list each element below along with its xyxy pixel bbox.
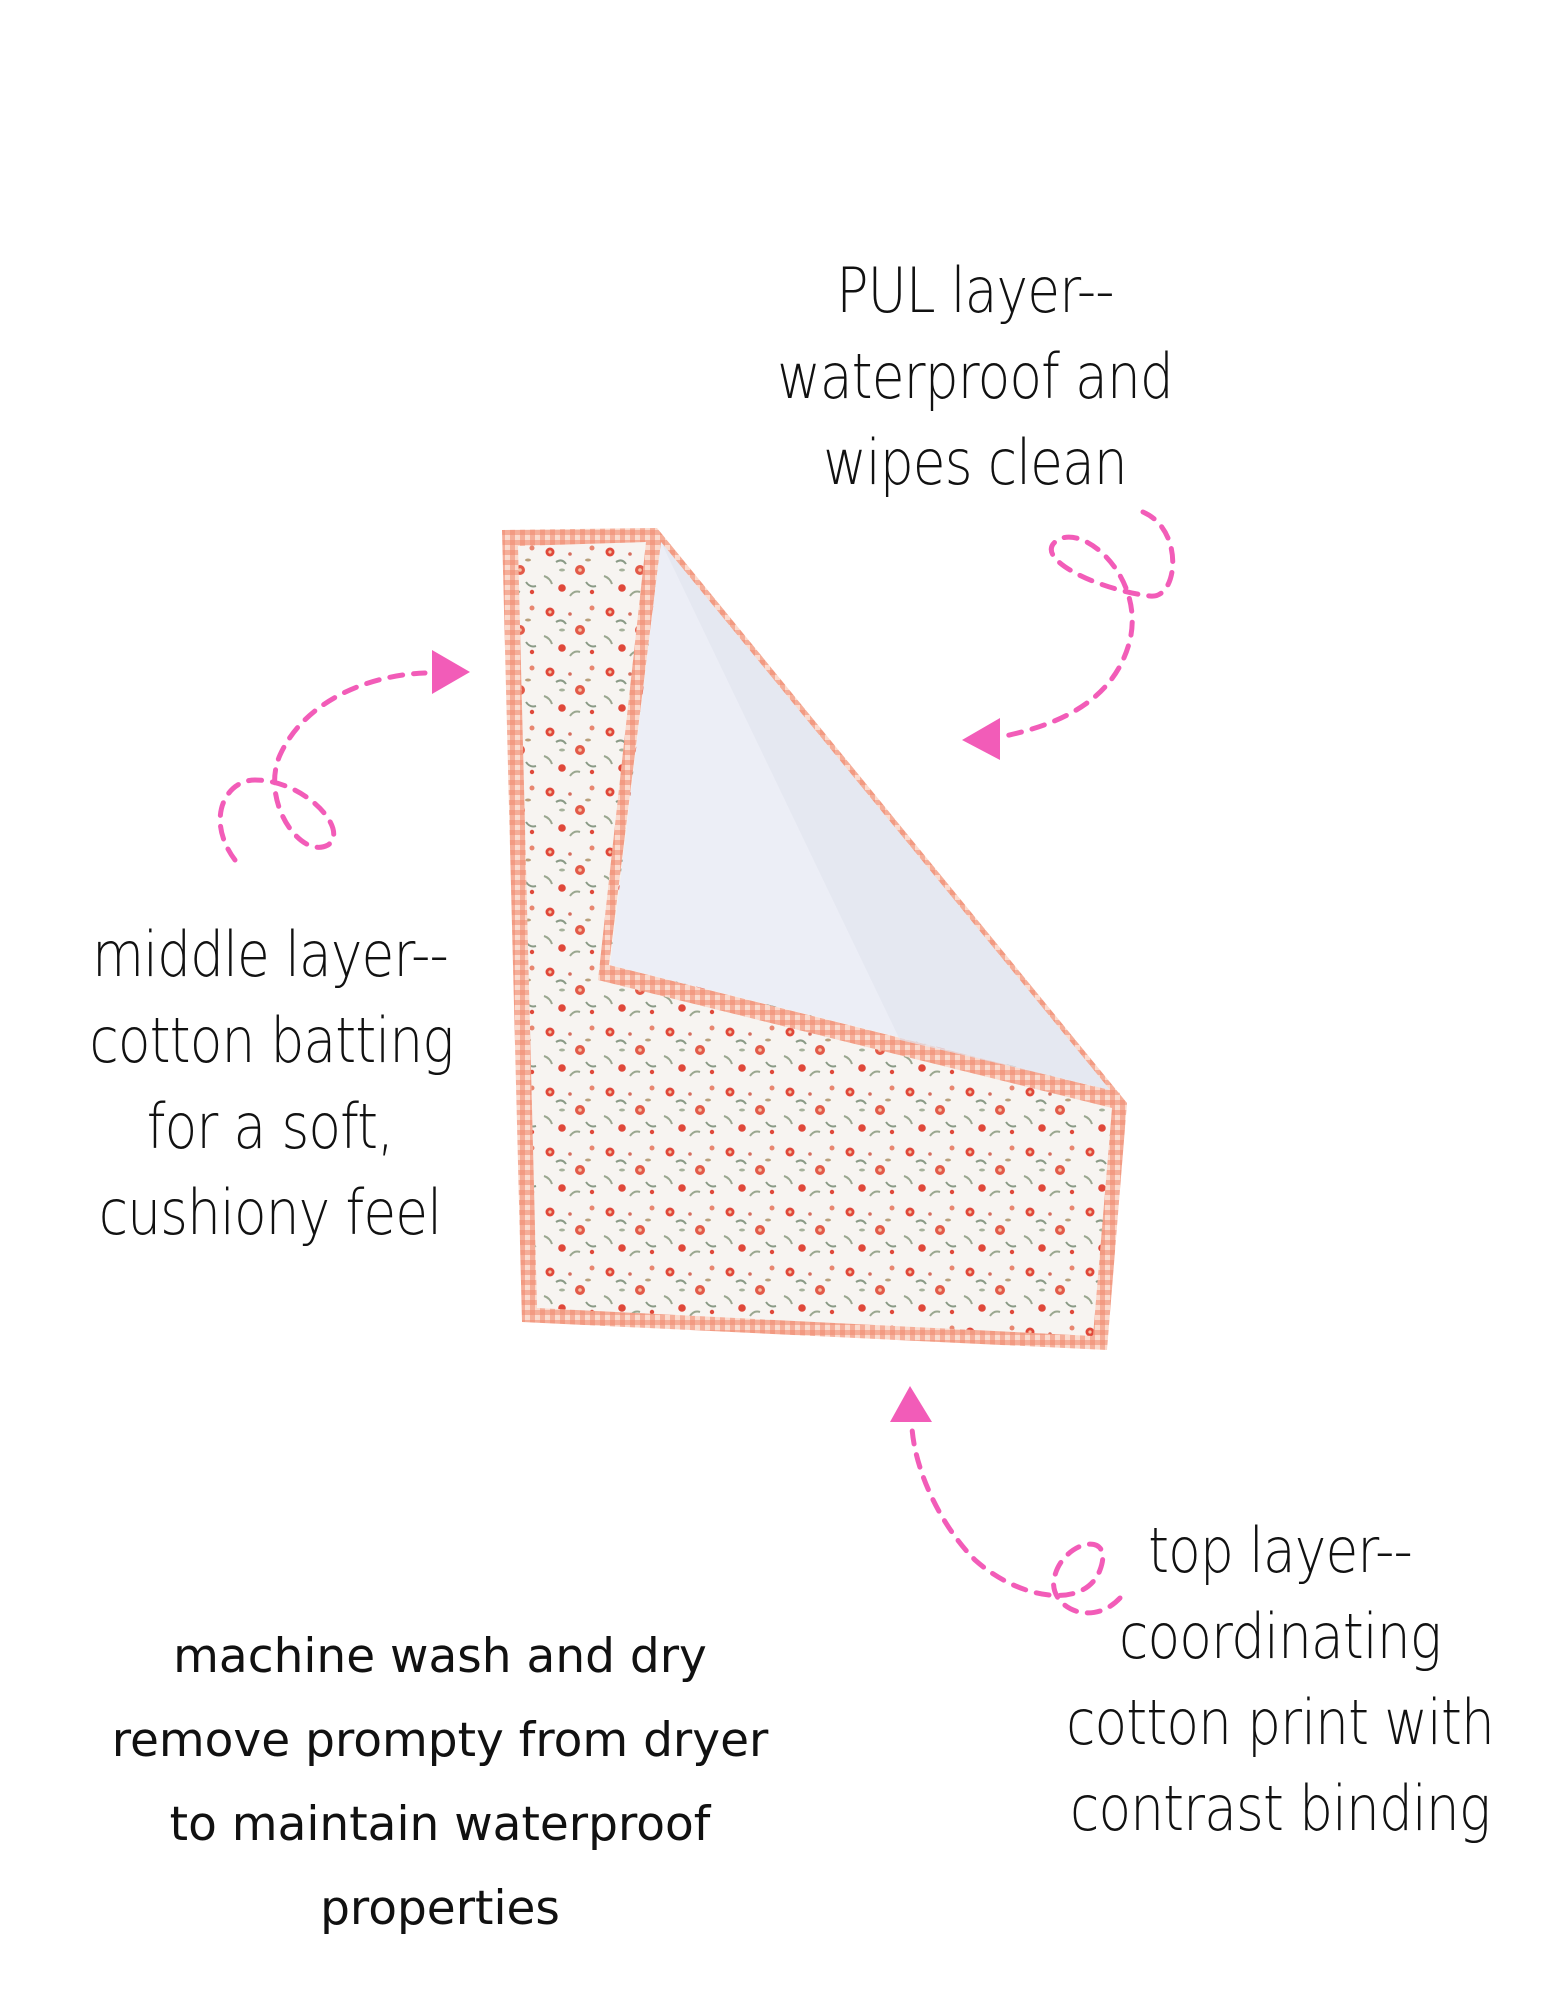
label-line: cushiony feel (98, 1176, 442, 1249)
middle-layer-label: middle layer-- cotton batting for a soft… (89, 912, 454, 1256)
pul-layer-label: PUL layer-- waterproof and wipes clean (764, 248, 1185, 506)
curly-arrow-icon (217, 650, 470, 863)
label-line: PUL layer-- (836, 254, 1114, 327)
curly-arrow-icon (890, 1386, 1123, 1616)
care-line: remove prompty from dryer (111, 1713, 769, 1768)
label-line: top layer-- (1148, 1514, 1413, 1587)
label-line: wipes clean (823, 426, 1128, 499)
label-line: for a soft, (146, 1090, 394, 1163)
label-line: cotton batting (89, 1004, 454, 1077)
label-line: coordinating (1119, 1600, 1442, 1673)
care-line: machine wash and dry (173, 1629, 707, 1684)
label-line: middle layer-- (92, 918, 449, 991)
care-line: properties (320, 1881, 560, 1936)
label-line: contrast binding (1069, 1772, 1491, 1845)
care-line: to maintain waterproof (169, 1797, 711, 1852)
changing-mat (502, 528, 1127, 1350)
top-layer-label: top layer-- coordinating cotton print wi… (1065, 1508, 1495, 1852)
care-instructions: machine wash and dry remove prompty from… (60, 1615, 820, 1951)
label-line: cotton print with (1066, 1686, 1495, 1759)
curly-arrow-icon (962, 509, 1176, 760)
label-line: waterproof and (777, 340, 1174, 413)
fold-binding (598, 542, 1120, 1108)
